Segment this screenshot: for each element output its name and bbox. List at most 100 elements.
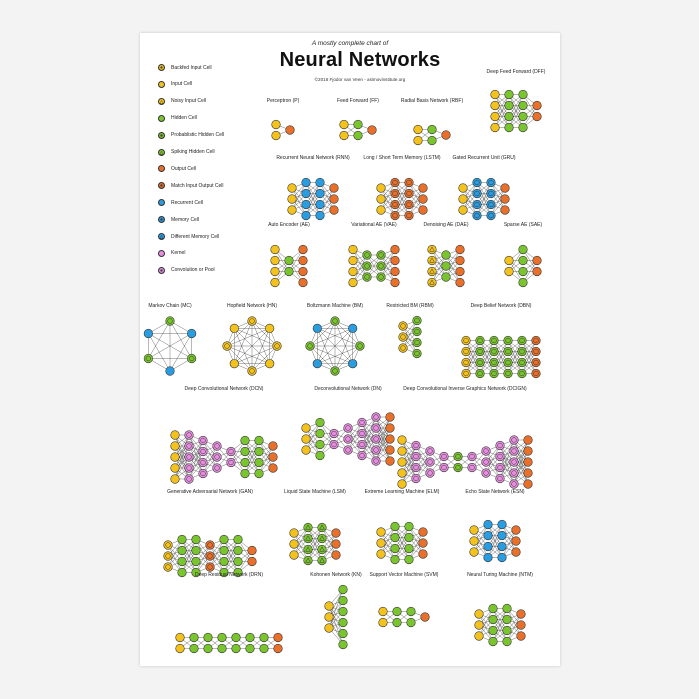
neuron-cell: [265, 359, 275, 369]
neuron-cell: [453, 462, 463, 473]
neuron-cell: [502, 625, 512, 636]
neuron-cell: [532, 255, 542, 266]
neuron-cell: [427, 135, 437, 146]
neuron-cell: [270, 244, 280, 255]
legend-cell-icon: [158, 199, 165, 207]
network-diagram: [163, 534, 257, 578]
cell-triangle-mark: [305, 524, 311, 530]
neuron-cell: [404, 199, 414, 210]
neuron-cell: [165, 316, 175, 326]
neuron-cell: [187, 328, 197, 339]
neuron-cell: [338, 595, 348, 606]
network-title: Auto Encoder (AE): [268, 222, 310, 228]
cell-ring-mark: [373, 447, 379, 453]
legend-item: △Different Memory Cell: [158, 232, 278, 241]
neuron-cell: [198, 446, 208, 457]
neuron-cell: [411, 440, 421, 451]
neuron-cell: [481, 446, 491, 456]
neuron-cell: [240, 435, 250, 446]
cell-ring-mark: [207, 564, 213, 570]
neuron-cell: [240, 457, 250, 468]
network-diagram: [339, 119, 377, 141]
neuron-cell: [490, 100, 500, 111]
neuron-cell: [481, 468, 491, 478]
neuron-cell: [390, 188, 400, 199]
cell-ring-mark: [533, 359, 539, 366]
neuron-cell: [483, 519, 493, 530]
neuron-cell: [517, 368, 527, 379]
neuron-cell: [517, 357, 527, 368]
neuron-cell: [475, 335, 485, 346]
connection-edge: [226, 328, 270, 347]
network-title: Hopfield Network (HN): [226, 303, 278, 309]
neuron-cell: [411, 462, 421, 473]
cell-ring-mark: [214, 465, 220, 471]
connection-edge: [473, 524, 489, 553]
neuron-cell: [427, 124, 437, 135]
neuron-cell: [268, 463, 278, 473]
neuron-cell: [184, 474, 194, 484]
cell-ring-mark: [519, 370, 525, 377]
neuron-cell: [324, 623, 334, 633]
neuron-cell: [504, 255, 514, 266]
neuron-cell: [397, 457, 407, 467]
neuron-cell: [331, 528, 341, 538]
legend-cell-icon: [158, 266, 165, 274]
network-diagram: [490, 89, 542, 133]
network-diagram: [461, 335, 541, 379]
legend-cell-icon: △: [158, 97, 165, 105]
neuron-cell: [441, 130, 451, 140]
cell-ring-mark: [364, 263, 370, 269]
connection-edge: [188, 440, 204, 480]
neuron-cell: [455, 255, 465, 266]
neuron-cell: [170, 474, 180, 484]
connection-edge: [476, 182, 492, 216]
cell-ring-mark: [414, 317, 420, 324]
neuron-cell: [205, 540, 215, 550]
legend-cell-icon: [158, 80, 165, 88]
connection-edge: [347, 422, 363, 451]
neuron-cell: [177, 534, 187, 545]
connection-edge: [321, 532, 337, 561]
connection-edge: [361, 416, 377, 456]
network-diagram: [175, 632, 283, 654]
cell-ring-mark: [519, 337, 525, 344]
neuron-cell: [390, 532, 400, 543]
neuron-cell: [404, 543, 414, 554]
connection-edge: [415, 450, 431, 479]
neuron-cell: [390, 554, 400, 565]
network-diagram: [348, 244, 400, 288]
neuron-cell: [503, 357, 513, 368]
network-diagram: [397, 435, 533, 489]
neuron-cell: [287, 194, 297, 204]
neuron-cell: [272, 341, 282, 351]
neuron-cell: [486, 199, 496, 210]
neuron-cell: [427, 277, 437, 288]
cell-triangle-mark: [319, 535, 325, 541]
neuron-cell: [287, 205, 297, 215]
connection-edge: [309, 328, 353, 347]
cell-ring-mark: [165, 542, 171, 548]
network-title: Neural Turing Machine (NTM): [467, 572, 533, 578]
connection-edge: [309, 345, 336, 372]
neuron-cell: [219, 545, 229, 556]
neuron-cell: [254, 435, 264, 446]
neuron-cell: [502, 603, 512, 614]
neuron-cell: [357, 428, 367, 439]
network-diagram: [301, 412, 395, 466]
neuron-cell: [475, 368, 485, 379]
legend-cell-icon: [158, 131, 165, 139]
network-diagram: [378, 606, 430, 628]
cell-ring-mark: [392, 212, 398, 219]
neuron-cell: [503, 335, 513, 346]
neuron-cell: [343, 434, 353, 444]
cell-ring-mark: [511, 481, 517, 487]
connection-edge: [492, 608, 508, 642]
neuron-cell: [502, 636, 512, 647]
connection-edge: [334, 320, 353, 364]
connection-edge: [375, 416, 391, 451]
neuron-cell: [329, 439, 339, 450]
cell-triangle-mark: [429, 246, 435, 252]
network-title: Deconvolutional Network (DN): [314, 386, 382, 392]
neuron-cell: [231, 632, 241, 643]
